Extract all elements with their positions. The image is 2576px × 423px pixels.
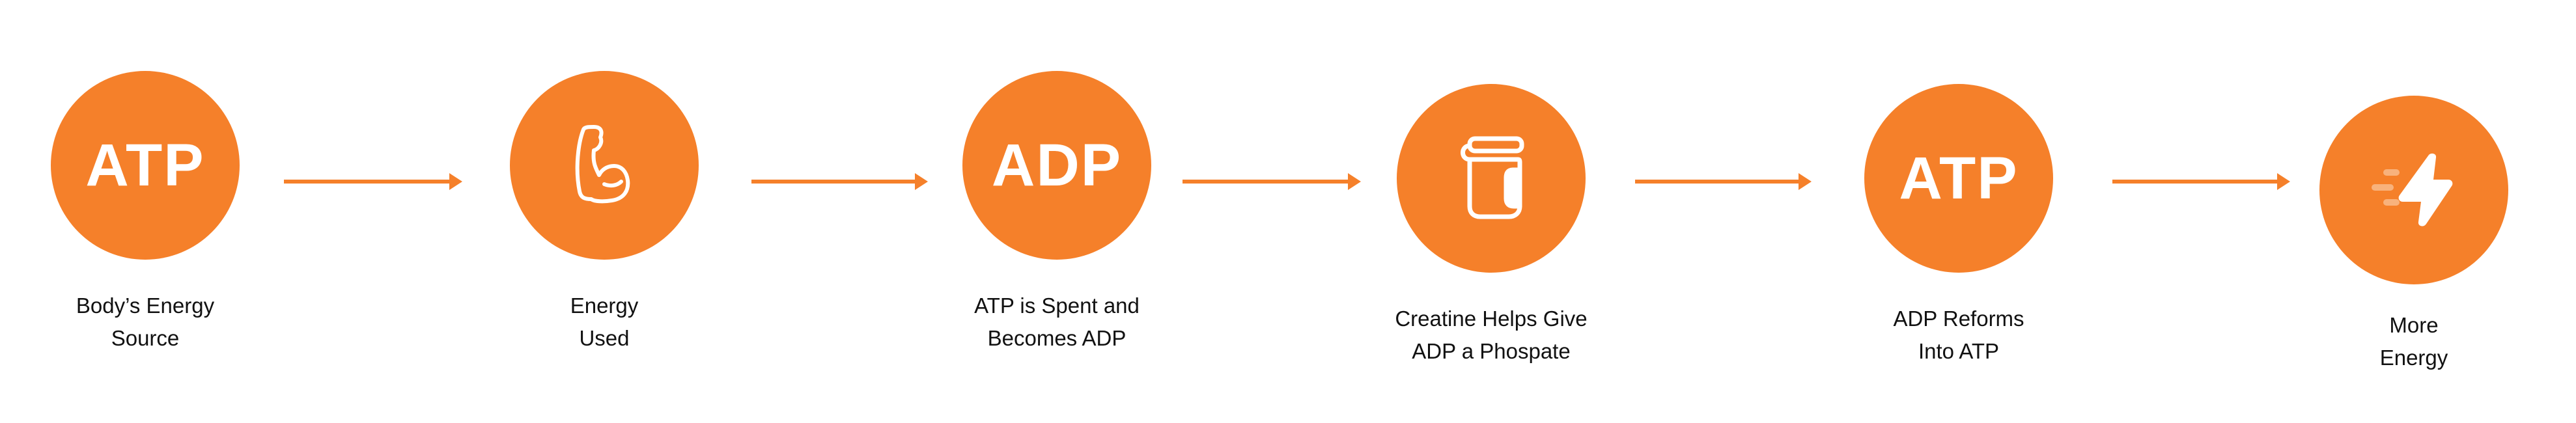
- creatine-jar-icon: [1461, 136, 1524, 219]
- step-label: More Energy: [2251, 309, 2576, 374]
- flexed-bicep-icon: [575, 125, 630, 204]
- label-line: ADP Reforms: [1893, 307, 2024, 331]
- step-label: ATP is Spent and Becomes ADP: [894, 290, 1220, 355]
- label-line: Energy: [2379, 346, 2448, 370]
- atp-circle: ATP: [1864, 84, 2053, 273]
- label-line: More: [2389, 313, 2439, 337]
- arrow-right: [2112, 173, 2290, 190]
- label-line: Creatine Helps Give: [1395, 307, 1588, 331]
- atp-text: ATP: [85, 131, 205, 198]
- bicep-circle: [510, 71, 699, 260]
- label-line: Energy: [570, 293, 639, 318]
- label-line: Body’s Energy: [76, 293, 215, 318]
- step-label: ADP Reforms Into ATP: [1796, 303, 2121, 368]
- label-line: Source: [111, 326, 180, 350]
- label-line: Becomes ADP: [987, 326, 1127, 350]
- label-line: ADP a Phospate: [1412, 339, 1571, 363]
- adp-text: ADP: [991, 131, 1123, 198]
- atp-circle: ATP: [51, 71, 240, 260]
- adp-circle: ADP: [962, 71, 1151, 260]
- label-line: Used: [579, 326, 630, 350]
- label-line: Into ATP: [1918, 339, 2000, 363]
- energy-circle: [2319, 96, 2508, 284]
- arrow-right: [1183, 173, 1361, 190]
- creatine-circle: [1397, 84, 1586, 273]
- arrow-right: [751, 173, 928, 190]
- arrow-right: [1635, 173, 1812, 190]
- atp-text: ATP: [1899, 144, 2019, 212]
- lightning-bolt-icon: [2372, 153, 2453, 226]
- step-label: Energy Used: [441, 290, 767, 355]
- step-label: Body’s Energy Source: [0, 290, 308, 355]
- arrow-right: [284, 173, 462, 190]
- step-label: Creatine Helps Give ADP a Phospate: [1328, 303, 1654, 368]
- label-line: ATP is Spent and: [974, 293, 1140, 318]
